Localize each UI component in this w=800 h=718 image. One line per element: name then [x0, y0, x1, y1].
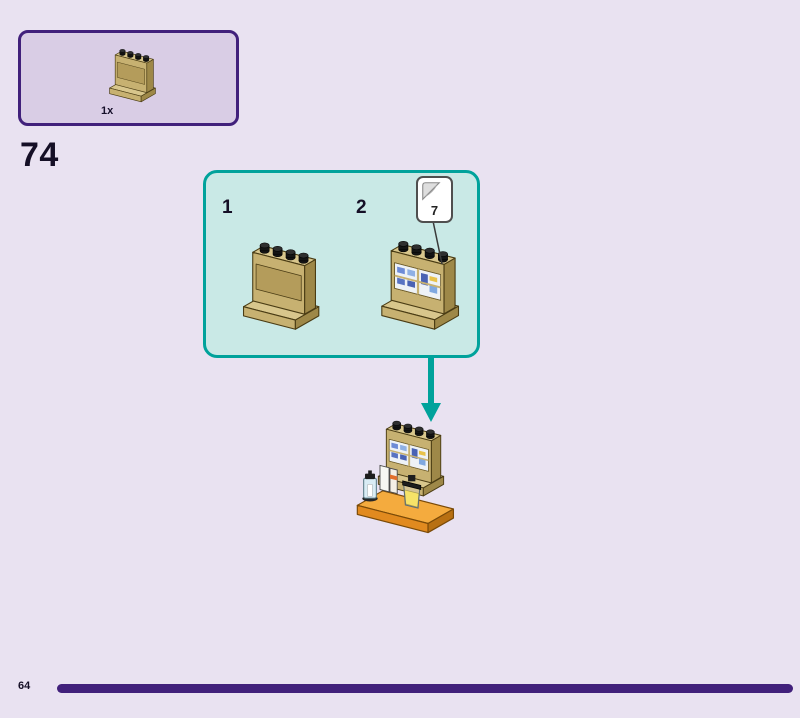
parts-callout-box: 1x [18, 30, 239, 126]
part-quantity-label: 1x [101, 105, 114, 117]
sticker-sheet-badge: 7 [416, 176, 453, 223]
assembly-arrow-icon [421, 356, 441, 422]
page-curl-icon [422, 182, 441, 201]
sticker-badge-number: 7 [430, 203, 439, 218]
tan-panel-with-sticker-icon [374, 221, 468, 336]
tan-panel-piece-icon [109, 48, 156, 103]
substep-2-label: 2 [356, 197, 367, 218]
step-number: 74 [20, 136, 59, 174]
tan-panel-piece-icon [242, 242, 320, 330]
assembled-model-illustration [350, 402, 468, 538]
sticker-callout-line [432, 220, 443, 265]
page-number: 64 [18, 680, 31, 692]
progress-bar [57, 684, 793, 693]
substep-1-label: 1 [222, 197, 233, 218]
